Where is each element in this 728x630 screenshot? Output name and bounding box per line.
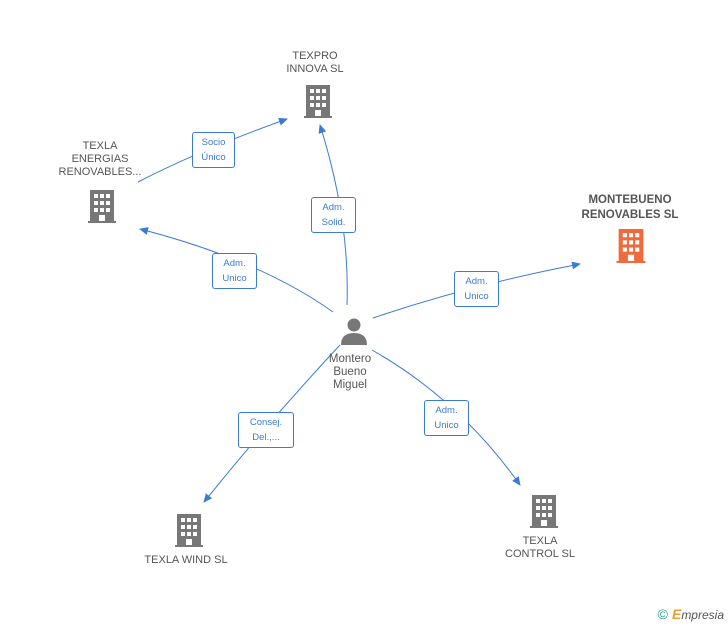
node-line: Montero [328, 353, 372, 365]
building-icon [304, 85, 332, 118]
node-line: MONTEBUENO [588, 194, 672, 206]
node-line: TEXLA WIND SL [144, 554, 228, 566]
node-line: Miguel [333, 379, 367, 391]
edge-line: Adm. [322, 202, 345, 213]
edge-line: Socio [201, 137, 226, 148]
node-line: RENOVABLES... [58, 166, 142, 178]
copyright-icon: © [657, 606, 668, 622]
node-texla-control-label[interactable]: TEXLA CONTROL SL [495, 535, 585, 561]
node-line: TEXPRO [292, 50, 338, 62]
edge-line: Unico [434, 420, 459, 431]
node-line: RENOVABLES SL [581, 209, 679, 221]
edge-line: Unico [464, 291, 489, 302]
building-icon [175, 514, 203, 547]
edge-label-socio-unico[interactable]: Socio Único [192, 132, 235, 168]
edge-label-adm-solid[interactable]: Adm. Solid. [311, 197, 356, 233]
edge-line: Adm. [435, 405, 458, 416]
node-line: INNOVA SL [286, 63, 344, 75]
edge-line: Adm. [465, 276, 488, 287]
node-texpro-label[interactable]: TEXPRO INNOVA SL [270, 50, 360, 76]
node-texla-wind-label[interactable]: TEXLA WIND SL [131, 554, 241, 567]
edge-label-adm-unico-control[interactable]: Adm. Unico [424, 400, 469, 436]
node-line: Bueno [333, 366, 367, 378]
edge-line: Solid. [321, 217, 346, 228]
node-line: TEXLA [82, 140, 118, 152]
edge-line: Adm. [223, 258, 246, 269]
edge-label-adm-unico-montebueno[interactable]: Adm. Unico [454, 271, 499, 307]
edge-label-consej[interactable]: Consej. Del.,... [238, 412, 294, 448]
edge-line: Unico [222, 273, 247, 284]
edge-line: Único [201, 152, 226, 163]
edge-line: Consej. [249, 417, 283, 428]
node-person-label[interactable]: Montero Bueno Miguel [310, 353, 390, 392]
brand-logo: Empresia [671, 606, 724, 622]
building-icon [530, 495, 558, 528]
node-line: ENERGIAS [71, 153, 129, 165]
building-icon [88, 190, 116, 223]
node-montebueno-label[interactable]: MONTEBUENO RENOVABLES SL [570, 193, 690, 223]
node-texla-energias-label[interactable]: TEXLA ENERGIAS RENOVABLES... [50, 140, 150, 179]
footer-brand: © Empresia [658, 606, 724, 622]
edge-label-adm-unico-energias[interactable]: Adm. Unico [212, 253, 257, 289]
node-line: TEXLA [522, 535, 558, 547]
edge-line: Del.,... [252, 432, 280, 443]
building-icon-highlight [616, 229, 646, 263]
person-icon [341, 318, 367, 345]
node-line: CONTROL SL [505, 548, 575, 560]
